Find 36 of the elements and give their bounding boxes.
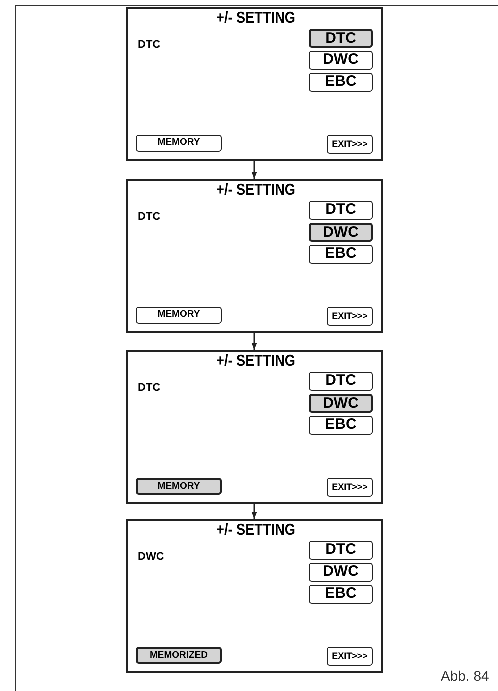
arrow (252, 161, 258, 179)
option-button: DWC (309, 51, 373, 70)
exit-button: EXIT>>> (327, 478, 373, 497)
option-button: DTC (309, 372, 373, 391)
option-button: EBC (309, 416, 373, 435)
exit-button: EXIT>>> (327, 647, 373, 666)
memory-button: MEMORY (136, 135, 222, 152)
screen-title: +/- SETTING (216, 10, 296, 28)
memory-button: MEMORY (136, 307, 222, 324)
selected-mode-label: DTC (138, 39, 161, 51)
display-screen (126, 7, 383, 161)
memory-button: MEMORY (136, 478, 222, 495)
option-button: DTC (309, 29, 373, 48)
display-screen (126, 350, 383, 504)
selected-mode-label: DTC (138, 382, 161, 394)
exit-button: EXIT>>> (327, 135, 373, 154)
option-button: EBC (309, 245, 373, 264)
option-button: EBC (309, 585, 373, 604)
selected-mode-label: DWC (138, 551, 164, 563)
selected-mode-label: DTC (138, 211, 161, 223)
exit-button: EXIT>>> (327, 307, 373, 326)
figure-caption: Abb. 84 (441, 668, 490, 684)
arrow (252, 333, 258, 350)
option-button: DWC (309, 223, 373, 242)
screen-title: +/- SETTING (216, 353, 296, 371)
screen-title: +/- SETTING (216, 182, 296, 200)
option-button: DTC (309, 201, 373, 220)
option-button: DWC (309, 394, 373, 413)
arrow (252, 504, 258, 519)
screen-title: +/- SETTING (216, 522, 296, 540)
option-button: DWC (309, 563, 373, 582)
option-button: EBC (309, 73, 373, 92)
display-screen (126, 519, 383, 673)
display-screen (126, 179, 383, 333)
option-button: DTC (309, 541, 373, 560)
memory-button: MEMORIZED (136, 647, 222, 664)
